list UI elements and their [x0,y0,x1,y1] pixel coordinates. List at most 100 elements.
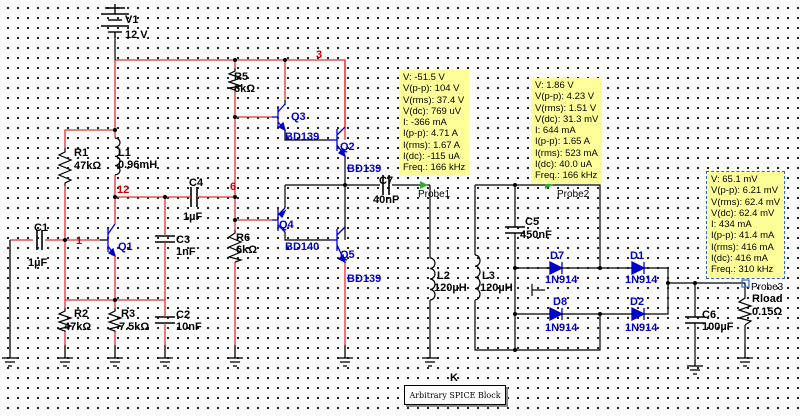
probe-reading: I(p-p): 41.4 mA [711,230,775,242]
l3-ref: L3 [482,270,495,282]
d8-ref: D8 [553,296,567,308]
v1-value: 12 V [125,29,148,41]
transistor-q2 [330,60,347,158]
probe-reading: V(rms): 62.4 mV [711,196,781,208]
resistor-r3 [106,308,124,332]
ground-symbol [157,345,173,367]
spice-block[interactable]: Arbitrary SPICE Block [404,385,506,405]
r2-ref: R2 [74,308,88,320]
probe1-readout[interactable]: V: -51.5 V V(p-p): 104 V V(rms): 37.4 V … [399,70,470,176]
probe-reading: I: -366 mA [403,117,447,129]
resistors [56,68,753,332]
d8-model: 1N914 [545,322,578,334]
c1-value: 1µF [28,257,47,269]
probe-reading: V(rms): 37.4 V [403,94,465,106]
probe1-label: Probe1 [418,189,451,200]
transistor-q3 [272,103,287,132]
ground-symbol [107,345,123,367]
r1-ref: R1 [74,147,88,159]
c2-ref: C2 [176,309,190,321]
r6-value: 6kΩ [236,244,257,256]
q3-ref: Q3 [291,111,306,123]
probe-reading: I: 644 mA [535,125,576,137]
net-label-3: 3 [316,49,322,61]
probe-reading: V(dc): 769 uV [403,105,462,117]
inductors [114,137,481,301]
net-label-12: 12 [117,184,129,196]
c4-ref: C4 [189,177,204,189]
probe-reading: I(rms): 523 mA [535,147,598,159]
l2-value: 120µH [434,282,467,294]
diode-d1 [620,260,650,276]
l1-ref: L1 [118,147,131,159]
ground-symbol [687,360,703,375]
d7-ref: D7 [550,250,564,262]
inductor-l1 [114,137,121,176]
transistor-q1 [100,222,117,258]
resistor-r1 [57,148,73,186]
probe-reading: Freq.: 310 kHz [711,264,774,276]
r2-value: 47kΩ [64,321,91,333]
resistor-rload [736,295,753,326]
ground-symbol [337,345,353,367]
probe-reading: V(p-p): 6.21 mV [711,185,779,197]
ground-symbol [227,345,243,367]
resistor-r5 [227,68,243,91]
r5-ref: R5 [234,71,248,83]
q2-model: BD139 [347,163,381,175]
v1-ref: V1 [125,14,138,26]
net-label-1: 1 [76,235,82,247]
diodes [545,260,650,322]
transistor-q4 [272,207,287,233]
probe-reading: V(dc): 62.4 mV [711,207,775,219]
probe3-readout[interactable]: V: 65.1 mV V(p-p): 6.21 mV V(rms): 62.4 … [705,171,786,279]
q5-ref: Q5 [340,249,355,261]
capacitor-c6 [685,310,705,330]
net-label-6: 6 [230,181,236,193]
probe-reading: V: -51.5 V [403,72,445,83]
spice-block-ref: K [450,372,458,384]
probe-reading: V(rms): 1.51 V [535,102,597,114]
probe-reading: Freq.: 166 kHz [535,170,598,182]
c3-ref: C3 [176,234,190,246]
probe2-readout[interactable]: V: 1.86 V V(p-p): 4.23 V V(rms): 1.51 V … [531,78,603,184]
grounds [2,240,753,375]
ground-symbol [737,345,753,367]
r3-value: 7.5kΩ [119,321,149,333]
c4-value: 1µF [183,211,202,223]
probe-reading: I(dc): -115 uA [403,151,460,163]
spice-block-label: Arbitrary SPICE Block [409,390,501,400]
capacitor-c3 [155,228,175,250]
diode-d8 [545,306,575,322]
transistor-q5 [330,226,347,264]
c7-value: 40nF [373,194,399,206]
probe2-label: Probe2 [557,189,590,200]
capacitor-c5 [505,220,525,240]
c5-ref: C5 [525,216,539,228]
diode-d7 [545,260,575,276]
c6-value: 100µF [702,321,734,333]
c7-ref: C7 [379,175,393,187]
q4-model: BD140 [285,241,319,253]
ground-symbol [57,345,73,367]
probe-reading: Freq.: 166 kHz [403,162,466,174]
probe-reading: V(dc): 31.3 mV [535,113,599,125]
ground-symbol [422,345,438,367]
d1-ref: D1 [630,250,644,262]
probe-reading: I(rms): 416 mA [711,241,774,253]
wires-red [10,59,346,345]
r5-value: 6kΩ [234,83,255,95]
r3-ref: R3 [121,308,135,320]
q5-model: BD139 [347,273,381,285]
probe1-marker [420,181,428,189]
rload-ref: Rload [752,293,783,305]
probe-reading: V(p-p): 104 V [403,83,460,95]
c2-value: 10nF [176,321,202,333]
q1-ref: Q1 [118,241,133,253]
inductor-l3 [474,254,481,301]
probe-reading: I: 434 mA [711,219,752,231]
resistor-r6 [227,230,244,263]
probe-reading: V(p-p): 4.23 V [535,91,595,103]
probe-reading: I(rms): 1.67 A [403,139,461,151]
junction-dots [63,58,697,352]
